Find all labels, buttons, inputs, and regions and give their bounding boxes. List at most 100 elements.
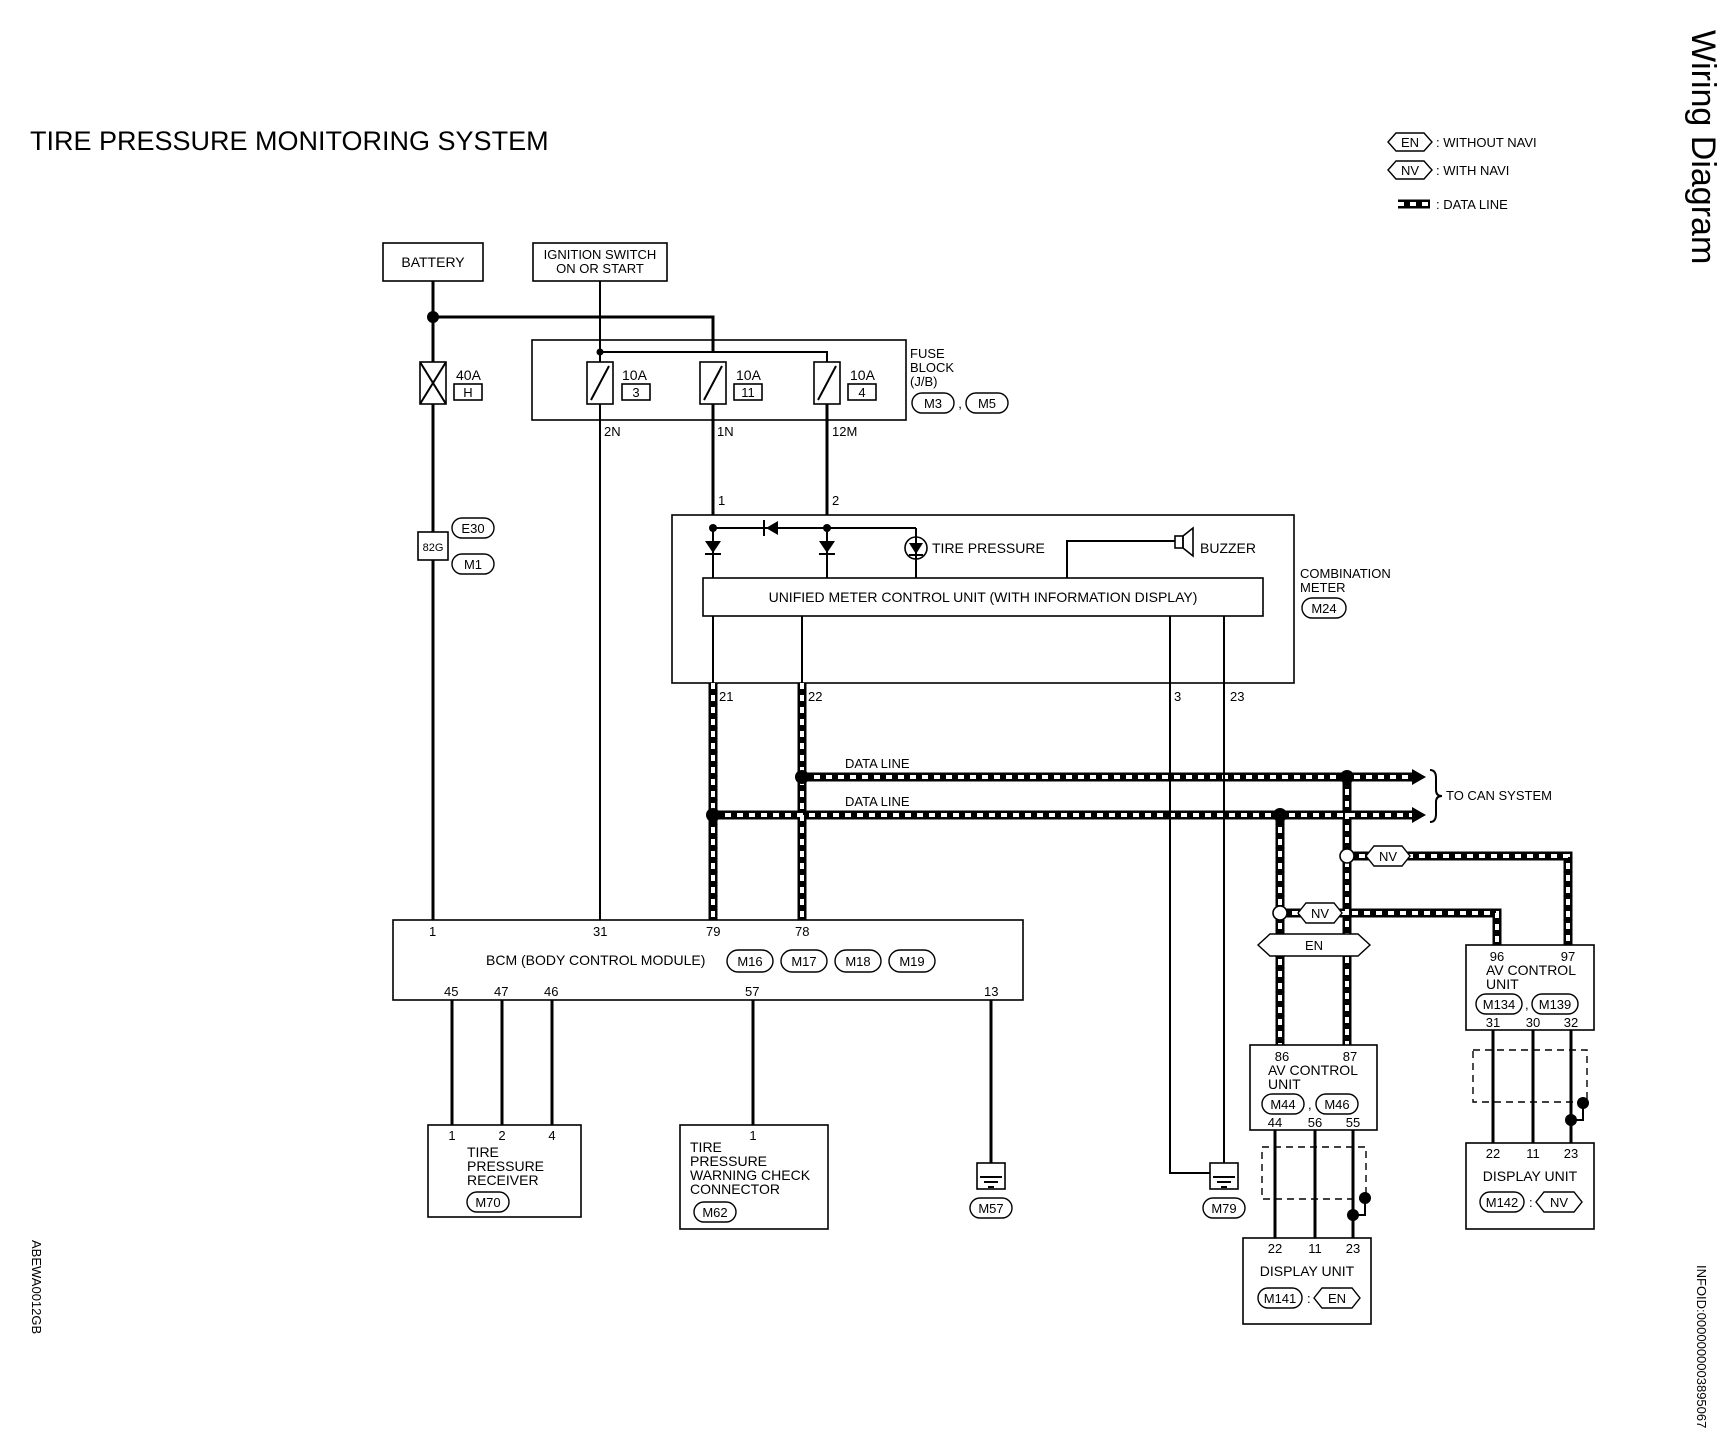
fuse-3-amp: 10A [850,367,876,383]
svg-text:,: , [1525,997,1529,1012]
fuse-3-num: 4 [858,385,865,400]
check-label-1: TIRE [690,1139,722,1155]
av-control-unit-en: 86 87 AV CONTROL UNIT M44 , M46 44 56 55 [1249,1044,1378,1131]
tire-pressure-receiver: 1 2 4 TIRE PRESSURE RECEIVER M70 [427,1124,582,1218]
fuse-block-label-1: FUSE [910,346,945,361]
tire-pressure-lamp: TIRE PRESSURE [932,540,1045,556]
check-label-2: PRESSURE [690,1153,767,1169]
bcm-pin-13: 13 [984,984,998,999]
fuse-block: 10A 3 10A 11 10A 4 FUSE BLOCK (J/B) M3 ,… [531,339,1009,439]
svg-text:,: , [1308,1097,1312,1112]
battery-label: BATTERY [401,254,465,270]
en-tag: EN [1305,938,1323,953]
warning-check-connector: 1 TIRE PRESSURE WARNING CHECK CONNECTOR … [679,1124,829,1230]
svg-text::: : [1529,1195,1533,1210]
receiver-label-3: RECEIVER [467,1172,539,1188]
main-fuse-amp: 40A [456,367,482,383]
right-code: INFOID:0000000003895067 [1694,1265,1709,1428]
fuse-block-conn-1: M3 [924,396,942,411]
fuse-1-term: 2N [604,424,621,439]
fuse-block-conn-2: M5 [978,396,996,411]
buzzer-label: BUZZER [1200,540,1256,556]
meter-pin-22: 22 [808,689,822,704]
page-title: TIRE PRESSURE MONITORING SYSTEM [30,126,549,156]
display-unit-nv: 22 11 23 DISPLAY UNIT M142 : NV [1465,1142,1595,1230]
comb-meter-conn: M24 [1311,601,1336,616]
svg-text::: : [1307,1291,1311,1306]
bcm-pin-45: 45 [444,984,458,999]
joint-conn-2: M1 [464,557,482,572]
bcm: 1 31 79 78 BCM (BODY CONTROL MODULE) M16… [392,919,1024,1001]
meter-pin-3: 3 [1174,689,1181,704]
ground-m79-label: M79 [1211,1201,1236,1216]
bcm-pin-78: 78 [795,924,809,939]
display-unit-en: 22 11 23 DISPLAY UNIT M141 : EN [1242,1237,1372,1325]
receiver-pin-2: 2 [498,1128,505,1143]
av-nv-pin-96: 96 [1490,949,1504,964]
av-nv-label-1: AV CONTROL [1486,962,1576,978]
ground-m57: M57 [969,1162,1013,1219]
meter-pin-1: 1 [718,493,725,508]
disp-nv-pin-23: 23 [1564,1146,1578,1161]
av-en-pin-56: 56 [1308,1115,1322,1130]
av-en-conn-2: M46 [1324,1097,1349,1112]
legend-en-text: : WITHOUT NAVI [1436,135,1537,150]
av-nv-pin-32: 32 [1564,1015,1578,1030]
ignition-box [532,242,668,282]
to-can-system: TO CAN SYSTEM [1446,788,1552,803]
bcm-conn-4: M19 [899,954,924,969]
receiver-label-2: PRESSURE [467,1158,544,1174]
fuse-2-term: 1N [717,424,734,439]
legend-dl-text: : DATA LINE [1436,197,1508,212]
nv-tag-lower: NV [1311,906,1329,921]
ignition-line-2: ON OR START [556,261,644,276]
fuse-1-num: 3 [632,385,639,400]
legend: EN : WITHOUT NAVI NV : WITH NAVI : DATA … [1387,132,1537,212]
av-en-pin-44: 44 [1268,1115,1282,1130]
disp-en-tag: EN [1328,1291,1346,1306]
bcm-conn-2: M17 [791,954,816,969]
comb-meter-label-2: METER [1300,580,1346,595]
bcm-pin-79: 79 [706,924,720,939]
bcm-conn-1: M16 [737,954,762,969]
disp-en-pin-23: 23 [1346,1241,1360,1256]
av-en-pin-55: 55 [1346,1115,1360,1130]
disp-en-pin-11: 11 [1308,1241,1322,1256]
side-title: Wiring Diagram [1684,30,1722,264]
receiver-conn: M70 [475,1195,500,1210]
data-line-label-2: DATA LINE [845,794,910,809]
bcm-pin-1: 1 [429,924,436,939]
data-lines [706,683,1573,1045]
av-nv-pin-31: 31 [1486,1015,1500,1030]
joint-conn-1: E30 [461,521,484,536]
receiver-pin-1: 1 [448,1128,455,1143]
bcm-pin-46: 46 [544,984,558,999]
av-nv-conn-1: M134 [1483,997,1516,1012]
legend-nv-tag: NV [1401,163,1419,178]
meter-pin-23: 23 [1230,689,1244,704]
check-label-4: CONNECTOR [690,1181,780,1197]
unified-meter-unit: UNIFIED METER CONTROL UNIT (WITH INFORMA… [769,589,1198,605]
legend-nv-text: : WITH NAVI [1436,163,1509,178]
av-nv-pin-97: 97 [1561,949,1575,964]
meter-pin-21: 21 [719,689,733,704]
battery-box [382,242,484,282]
main-fuse-num: H [463,385,472,400]
av-en-label-1: AV CONTROL [1268,1062,1358,1078]
nv-tag-upper: NV [1379,849,1397,864]
fuse-2-num: 11 [741,385,755,400]
disp-en-pin-22: 22 [1268,1241,1282,1256]
receiver-label-1: TIRE [467,1144,499,1160]
bcm-conn-3: M18 [845,954,870,969]
data-line-label-1: DATA LINE [845,756,910,771]
disp-nv-pin-11: 11 [1526,1146,1540,1161]
comb-meter-label-1: COMBINATION [1300,566,1391,581]
av-en-pin-86: 86 [1275,1049,1289,1064]
receiver-pin-4: 4 [548,1128,555,1143]
fuse-block-label-3: (J/B) [910,374,937,389]
legend-en-tag: EN [1401,135,1419,150]
ground-m57-label: M57 [978,1201,1003,1216]
bcm-pin-57: 57 [745,984,759,999]
joint-code: 82G [423,542,444,554]
